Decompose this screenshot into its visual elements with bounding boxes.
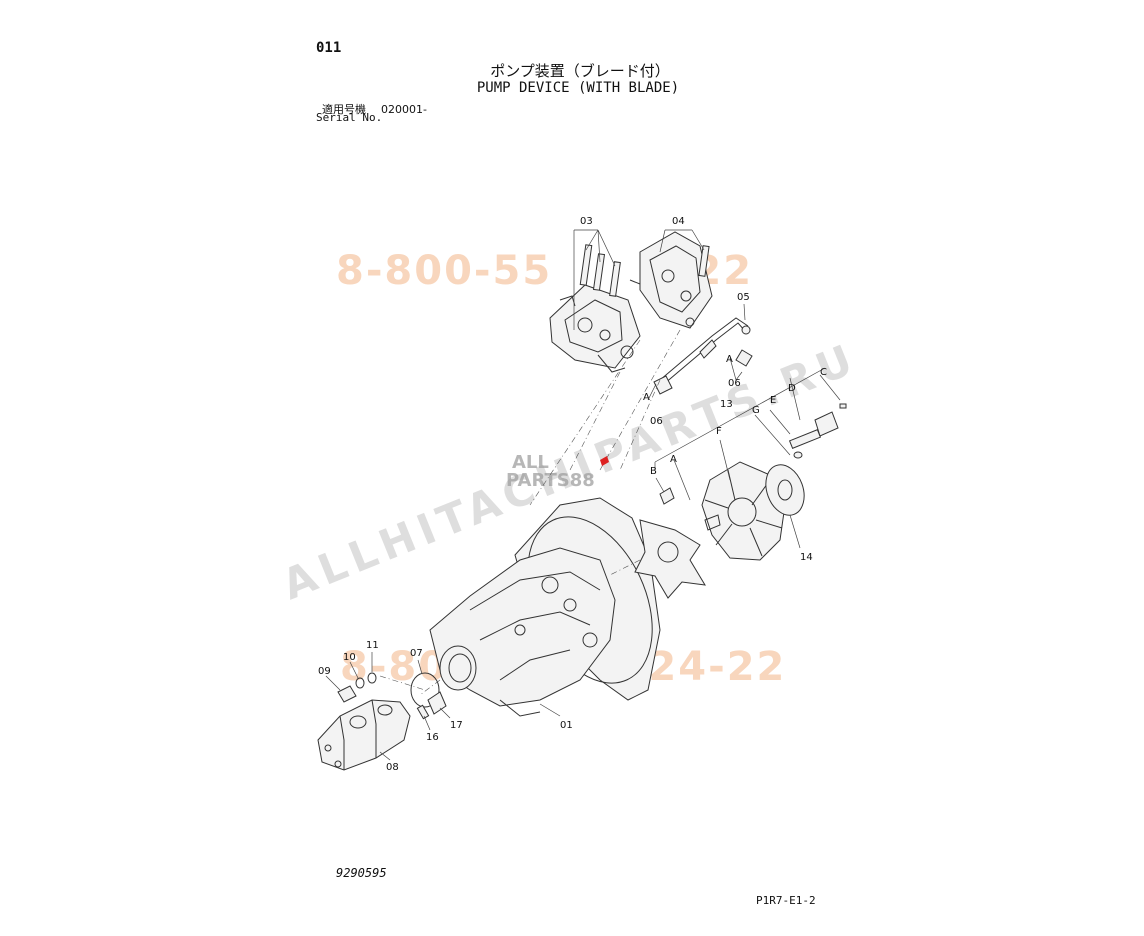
callout-g: G xyxy=(752,405,760,416)
page-number: 011 xyxy=(316,40,342,56)
callout-13: 13 xyxy=(720,399,733,410)
pin-c xyxy=(839,403,847,409)
callout-14: 14 xyxy=(800,552,813,563)
callout-a-fan: A xyxy=(670,454,677,465)
title-japanese: ポンプ装置（ブレード付） xyxy=(490,62,670,80)
serial-label-jp: 適用号機 xyxy=(322,103,366,116)
callout-05: 05 xyxy=(737,292,750,303)
serial-line-japanese: 適用号機 020001- xyxy=(322,101,427,117)
callout-e: E xyxy=(770,395,776,406)
callout-07: 07 xyxy=(410,648,423,659)
o-ring-07 xyxy=(410,672,440,708)
watermark-logo: ALL PARTS88 xyxy=(506,452,595,491)
pipe-05 xyxy=(653,317,753,395)
callout-f: F xyxy=(716,426,722,437)
callout-d: D xyxy=(788,383,796,394)
main-pump-01 xyxy=(429,497,661,717)
fan-blade-a xyxy=(634,519,706,599)
callout-08: 08 xyxy=(386,762,399,773)
gear-pump-08 xyxy=(317,699,411,771)
drawing-number: 9290595 xyxy=(336,866,387,880)
assembly-lines xyxy=(379,329,681,696)
washer-10 xyxy=(355,677,365,689)
bolt-16 xyxy=(416,704,430,720)
callout-01: 01 xyxy=(560,720,573,731)
page-code: P1R7-E1-2 xyxy=(756,894,816,907)
callout-06-lower: 06 xyxy=(650,416,663,427)
callout-16: 16 xyxy=(426,732,439,743)
serial-label-english: Serial No. xyxy=(316,111,383,124)
callout-11: 11 xyxy=(366,640,379,651)
svg-text:PARTS88: PARTS88 xyxy=(506,470,595,491)
nut-g xyxy=(793,451,803,459)
callout-c: C xyxy=(820,367,827,378)
callout-04: 04 xyxy=(672,216,685,227)
bolt-09 xyxy=(337,685,357,703)
washer-11 xyxy=(367,672,377,684)
regulator-04 xyxy=(629,231,713,329)
plate-17 xyxy=(427,691,447,715)
serial-value: 020001- xyxy=(381,103,427,116)
callout-b: B xyxy=(650,466,657,477)
regulator-03 xyxy=(549,244,641,373)
leader-lines xyxy=(325,229,841,761)
svg-text:8-800-55: 8-800-55 xyxy=(336,248,552,294)
callout-a-lower: A xyxy=(643,392,650,403)
bolt-e xyxy=(788,429,822,449)
callout-10: 10 xyxy=(343,652,356,663)
fan-blade-f xyxy=(701,461,786,561)
flange-14 xyxy=(765,464,805,516)
callout-03: 03 xyxy=(580,216,593,227)
callout-17: 17 xyxy=(450,720,463,731)
callout-09: 09 xyxy=(318,666,331,677)
callout-labels: 03 04 05 A 06 A 06 C D 13 E G F A B 14 1… xyxy=(318,216,827,773)
callout-06-upper: 06 xyxy=(728,378,741,389)
title-english: PUMP DEVICE (WITH BLADE) xyxy=(476,80,680,96)
marker-icon xyxy=(600,456,609,466)
svg-text:ALL: ALL xyxy=(512,452,549,473)
block-d xyxy=(814,411,839,437)
callout-a-upper: A xyxy=(726,354,733,365)
spacer-b xyxy=(659,487,721,531)
